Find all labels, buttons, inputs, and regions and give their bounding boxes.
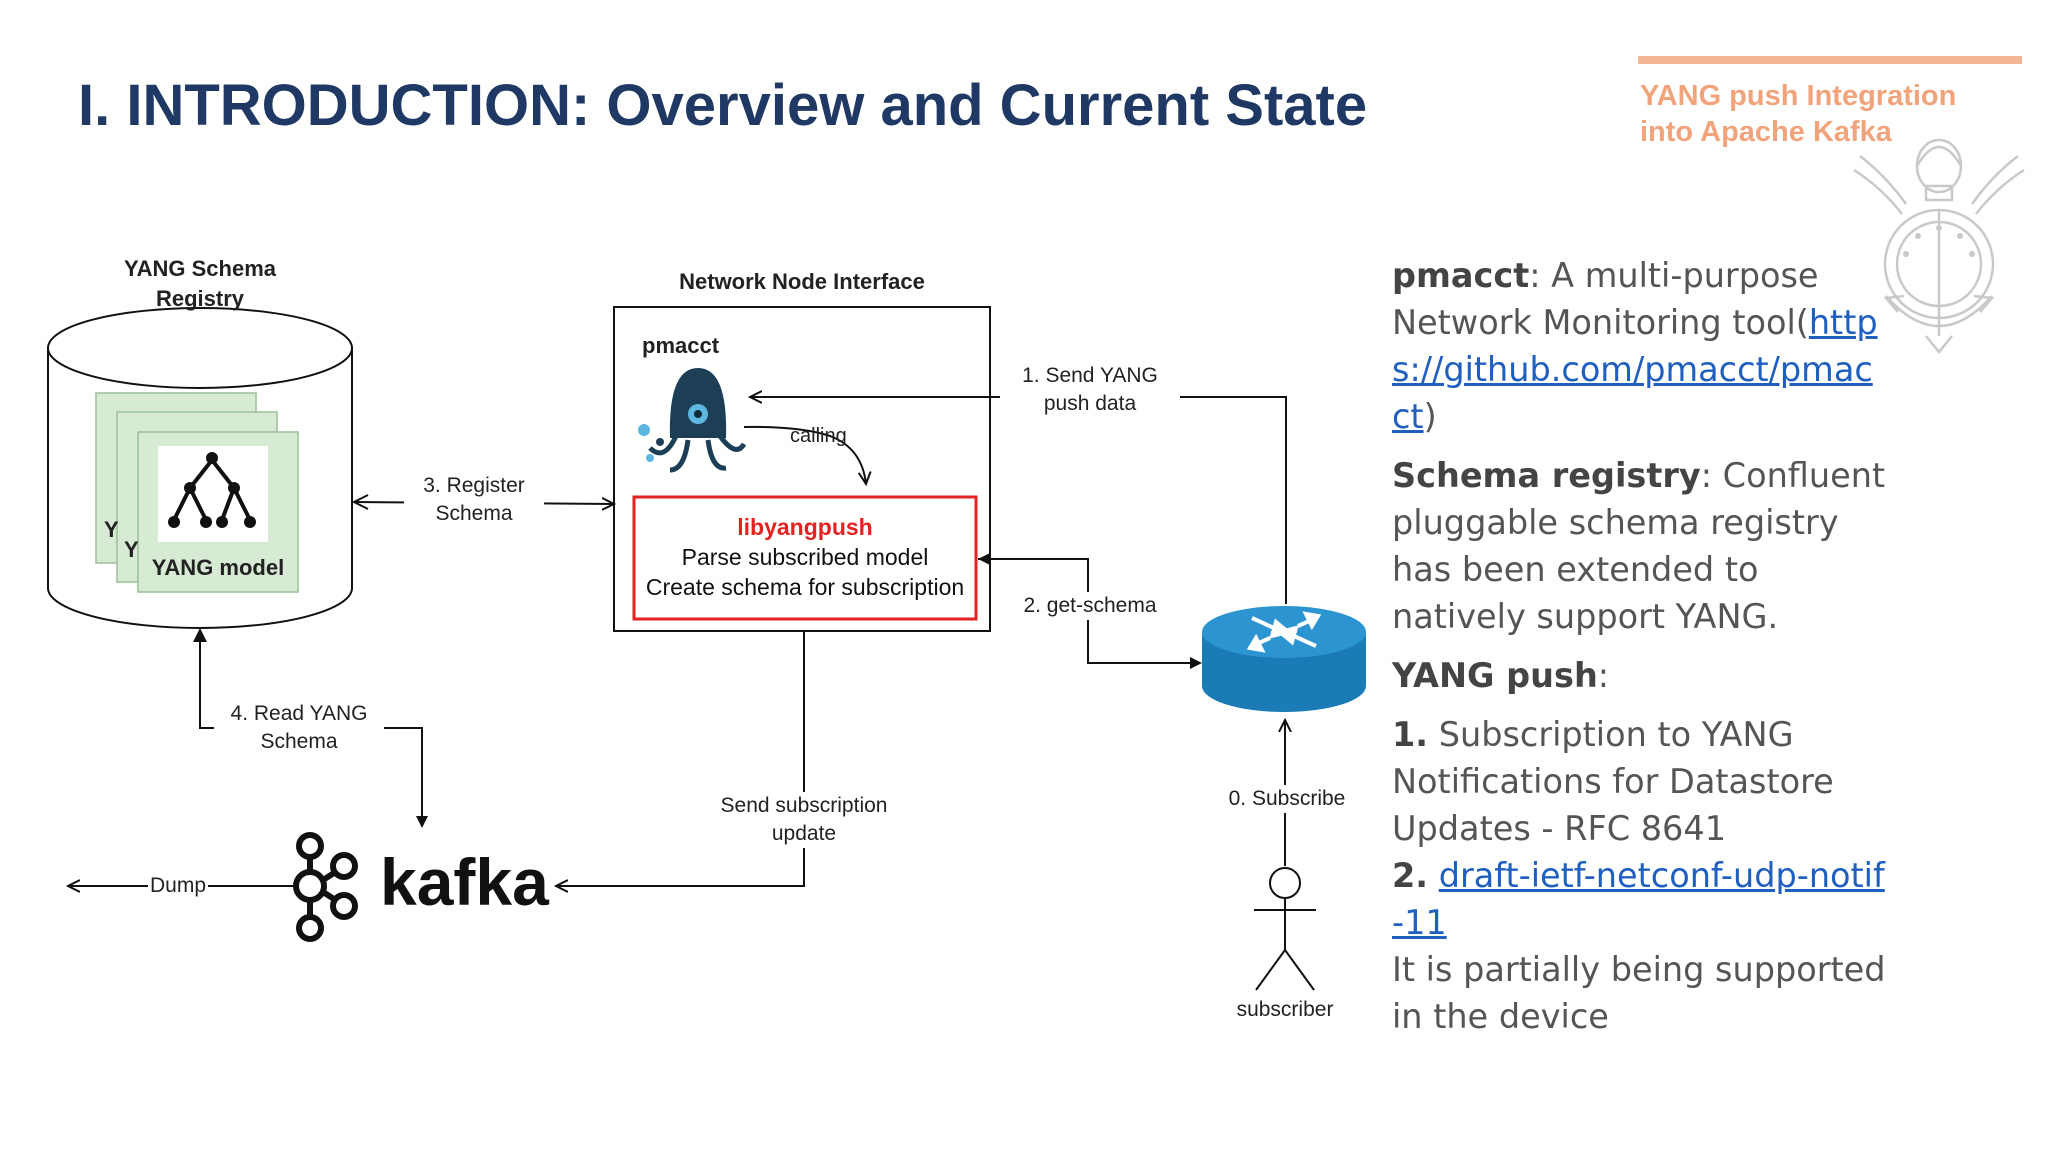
- yang-push-item-2: 2. draft-ietf-netconf-udp-notif-11: [1392, 852, 1888, 946]
- support-note: It is partially being supported in the d…: [1392, 950, 1886, 1036]
- registry-title-line-2: Registry: [155, 286, 245, 311]
- kafka-wordmark: kafka: [380, 845, 549, 919]
- yang-doc-partial-label-2: Y: [124, 537, 139, 562]
- register-schema-line-1: 3. Register: [423, 474, 525, 497]
- udp-notif-draft-link[interactable]: draft-ietf-netconf-udp-notif-11: [1392, 856, 1885, 942]
- yang-model-documents: [95, 392, 299, 593]
- header-accent-bar: [1638, 56, 2022, 64]
- edge-send-push-data: [750, 397, 1287, 604]
- calling-label: calling: [790, 425, 847, 447]
- yang-tree-nodes: [168, 452, 256, 528]
- yang-model-label: YANG model: [151, 555, 285, 580]
- item-1-number: 1.: [1392, 715, 1429, 754]
- pmacct-term: pmacct: [1392, 256, 1530, 295]
- item-2-number: 2.: [1392, 856, 1429, 895]
- yang-push-colon: :: [1597, 656, 1610, 695]
- subscription-update-line-2: update: [771, 822, 837, 845]
- register-schema-label: 3. Register Schema: [404, 472, 544, 528]
- subscription-update-line-1: Send subscription: [720, 794, 888, 817]
- pmacct-mascot-icon: [638, 368, 747, 473]
- school-crest-icon: [1853, 138, 2025, 354]
- edge-subscription-update: [556, 631, 805, 886]
- libyangpush-box: [632, 495, 978, 621]
- description-panel: pmacct: A multi-purpose Network Monitori…: [1392, 252, 1888, 1040]
- edge-calling: [743, 425, 866, 484]
- router-icon: [1202, 606, 1366, 712]
- edge-register-schema-start-arrow: [351, 494, 369, 510]
- send-push-data-line-2: push data: [1043, 392, 1137, 415]
- slide-subtitle: YANG push Integration into Apache Kafka: [1640, 78, 1956, 150]
- libyangpush-line-2: Create schema for subscription: [645, 574, 965, 600]
- libyangpush-line-1: Parse subscribed model: [681, 544, 929, 570]
- pmacct-desc-text: : A multi-purpose Network Monitoring too…: [1392, 256, 1819, 342]
- send-push-data-line-1: 1. Send YANG: [1022, 364, 1158, 387]
- libyangpush-text: libyangpush Parse subscribed model Creat…: [634, 512, 976, 602]
- edge-read-schema-start-arrow: [193, 628, 207, 642]
- registry-title-line-1: YANG Schema: [123, 256, 277, 281]
- yang-push-item-1: 1. Subscription to YANG Notifications fo…: [1392, 711, 1888, 852]
- pmacct-label: pmacct: [642, 333, 720, 358]
- registry-title: YANG Schema Registry: [100, 254, 300, 314]
- yang-push-heading: YANG push:: [1392, 652, 1888, 699]
- pmacct-description: pmacct: A multi-purpose Network Monitori…: [1392, 252, 1888, 440]
- schema-registry-desc-text: : Confluent pluggable schema registry ha…: [1392, 456, 1886, 636]
- register-schema-line-2: Schema: [435, 502, 513, 525]
- subtitle-line-2: into Apache Kafka: [1640, 116, 1892, 148]
- network-node-title: Network Node Interface: [679, 269, 925, 294]
- schema-registry-description: Schema registry: Confluent pluggable sch…: [1392, 452, 1888, 640]
- libyangpush-title: libyangpush: [737, 514, 873, 540]
- subscribe-label: 0. Subscribe: [1216, 785, 1358, 813]
- yang-push-term: YANG push: [1392, 656, 1598, 695]
- pmacct-desc-close: ): [1423, 397, 1437, 436]
- yang-doc-partial-label-1: Y: [104, 517, 119, 542]
- get-schema-label: 2. get-schema: [1010, 592, 1170, 620]
- kafka-logo-icon: [293, 832, 358, 942]
- dump-label: Dump: [148, 872, 208, 900]
- subtitle-line-1: YANG push Integration: [1640, 80, 1957, 112]
- read-schema-label: 4. Read YANG Schema: [214, 700, 384, 756]
- read-schema-line-1: 4. Read YANG: [230, 702, 368, 725]
- subscriber-label: subscriber: [1236, 998, 1334, 1021]
- pmacct-github-link[interactable]: https://github.com/pmacct/pmacct: [1392, 303, 1878, 436]
- send-push-data-label: 1. Send YANG push data: [1000, 362, 1180, 418]
- subscriber-actor-icon: [1254, 867, 1316, 991]
- slide-title: I. INTRODUCTION: Overview and Current St…: [78, 73, 1368, 138]
- subscription-update-label: Send subscription update: [700, 792, 908, 848]
- read-schema-line-2: Schema: [260, 730, 338, 753]
- edge-get-schema-start-arrow: [978, 553, 990, 565]
- item-1-text: Subscription to YANG Notifications for D…: [1392, 715, 1834, 848]
- schema-registry-term: Schema registry: [1392, 456, 1701, 495]
